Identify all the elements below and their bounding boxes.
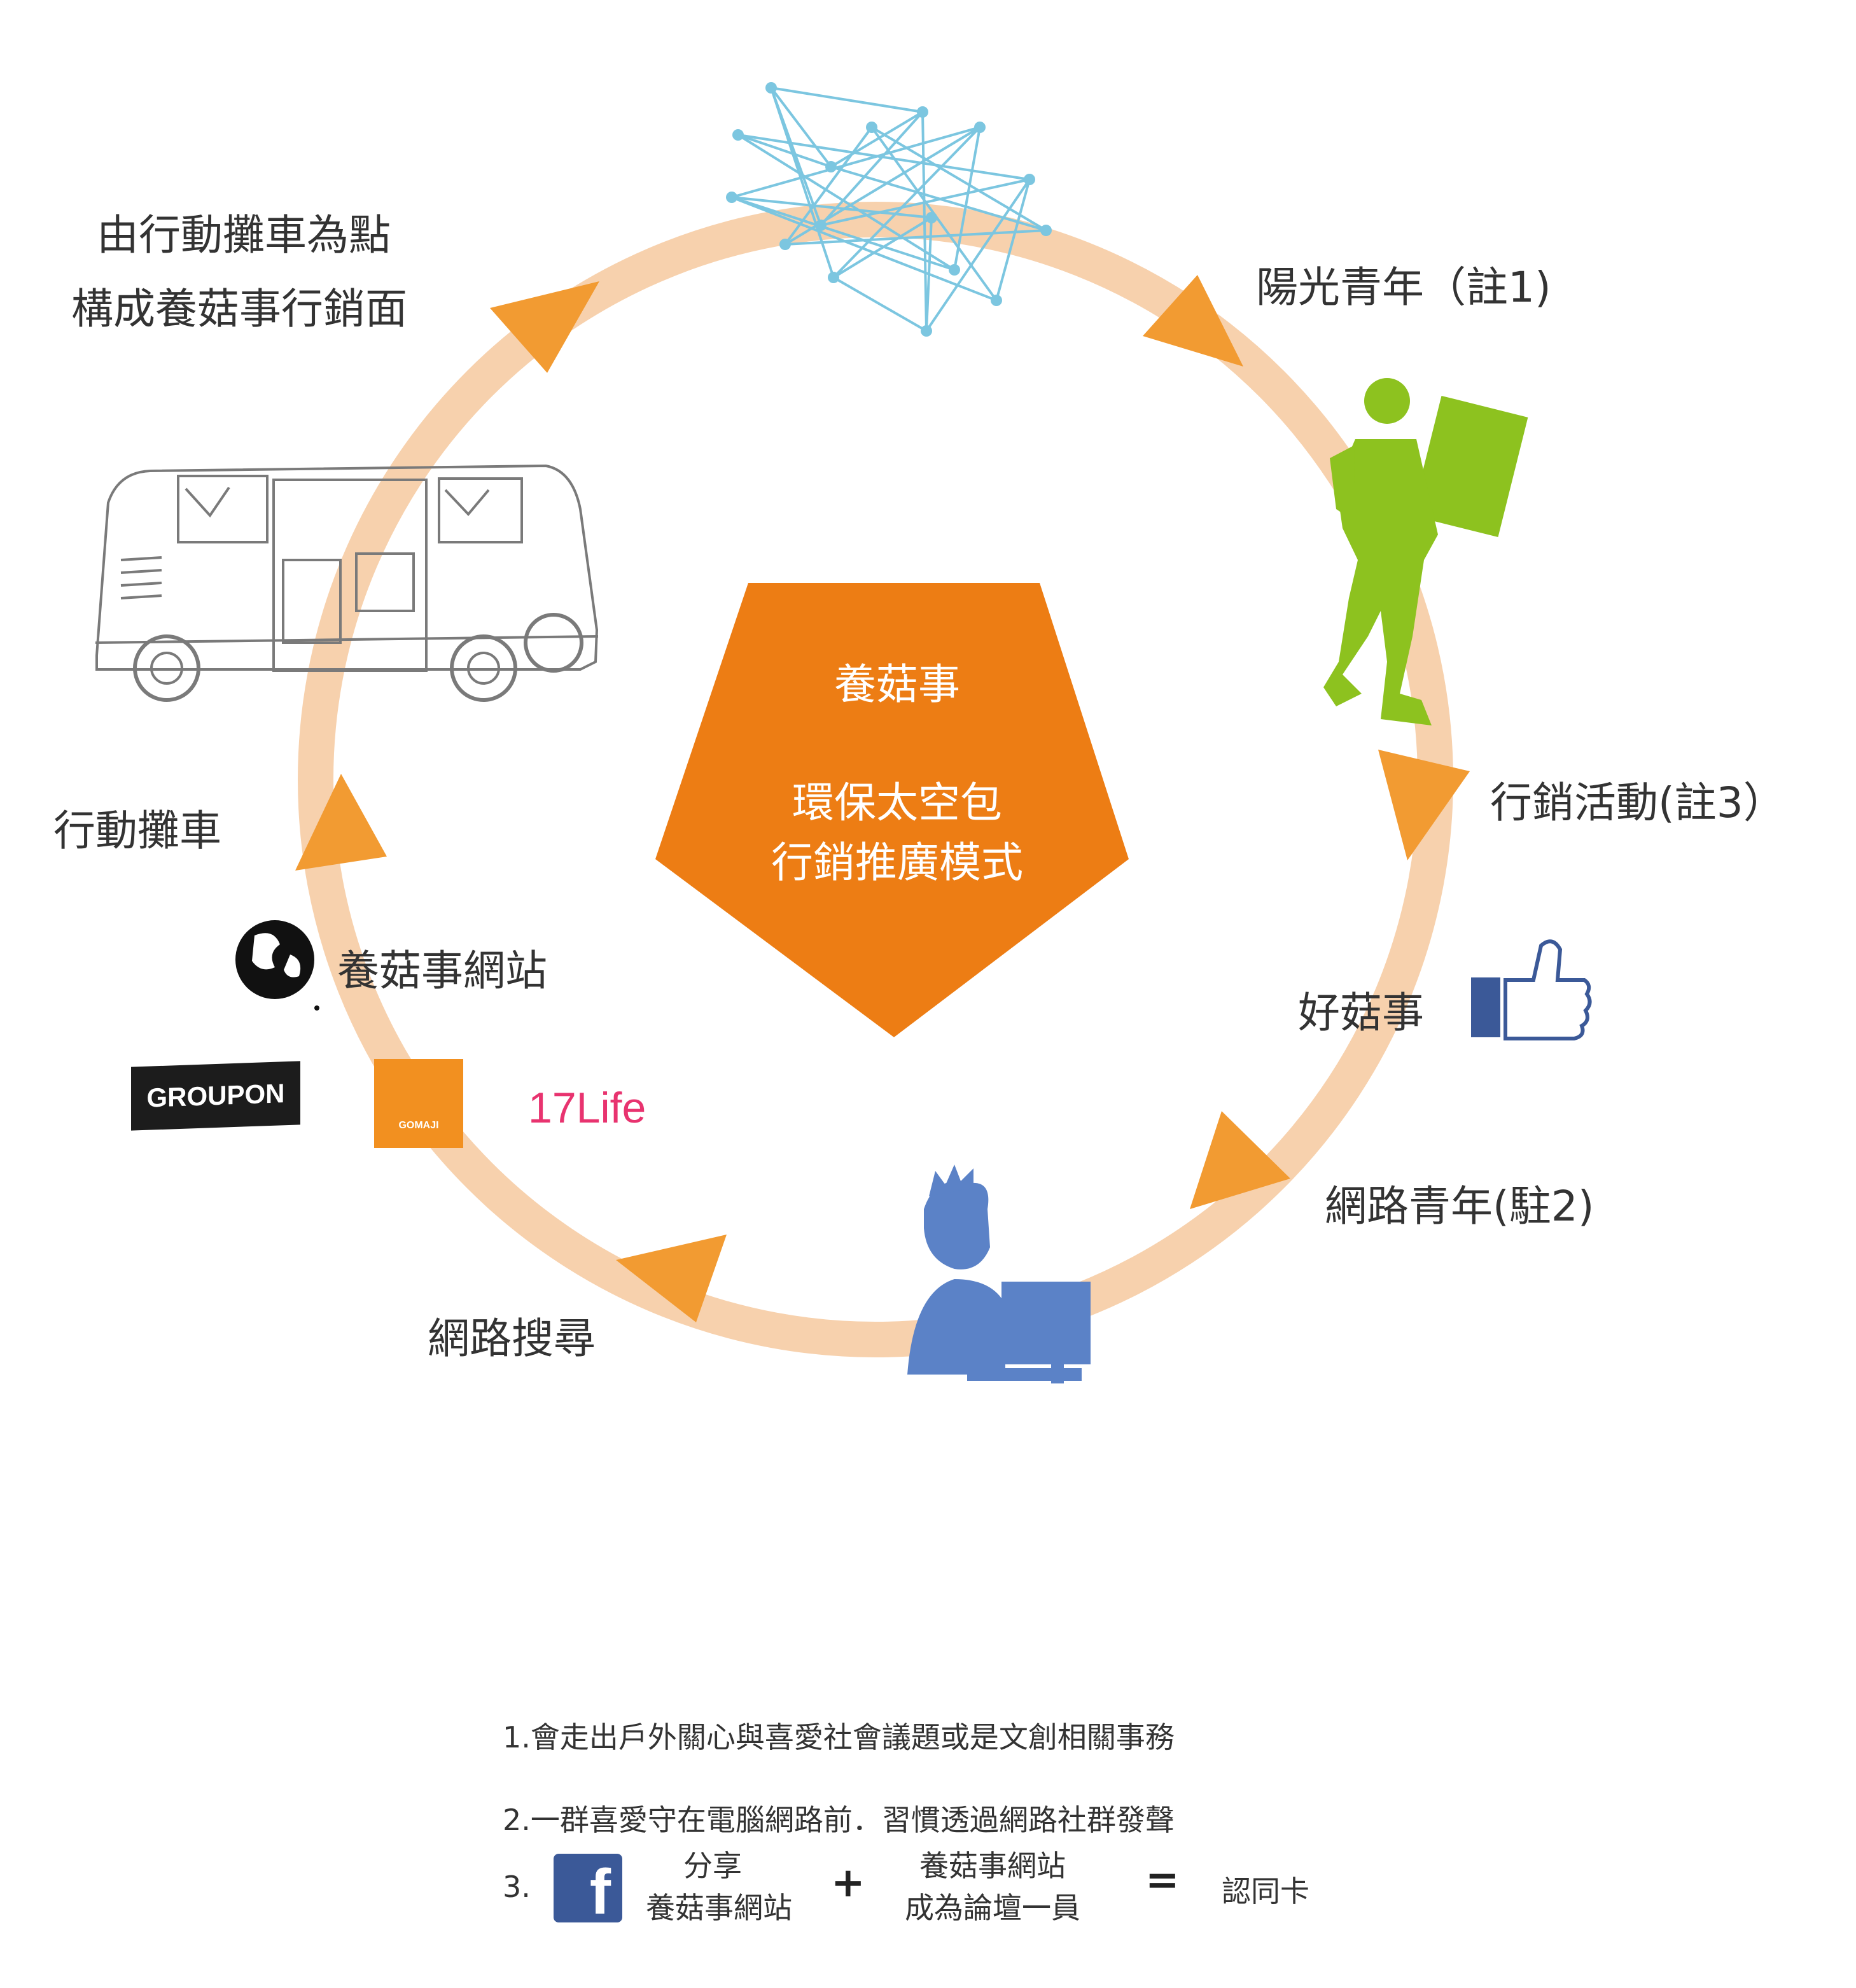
gomaji-logo: GOMAJI [374, 1059, 463, 1148]
arrow-left [295, 774, 387, 871]
network-edge [731, 126, 980, 199]
network-node [726, 192, 737, 203]
network-edge [770, 87, 832, 168]
recognition-card: 認同卡 [1222, 1874, 1309, 1908]
network-node [866, 122, 877, 133]
network-node [1024, 174, 1035, 185]
network-edge [833, 276, 927, 332]
footnote-2: 2.一群喜愛守在電腦網路前．習慣透過網路社群發聲 [503, 1803, 1175, 1837]
computer-user-icon [907, 1165, 1091, 1383]
network-edge [953, 127, 981, 270]
network-edge [737, 134, 832, 168]
good-mushroom-label: 好菇事 [1298, 988, 1424, 1037]
footnote-3-prefix: 3. [503, 1870, 531, 1904]
network-edge [737, 134, 1030, 181]
network-node [828, 272, 839, 283]
share-line-1: 分享 [683, 1849, 742, 1883]
network-edge [771, 87, 923, 113]
network-edge [731, 196, 932, 219]
arrow-right [1378, 750, 1470, 860]
arrow-lower-right [1190, 1111, 1290, 1209]
network-edge [870, 126, 1047, 232]
network-node [779, 239, 791, 250]
network-edge [770, 87, 835, 278]
network-edge [737, 134, 956, 271]
share-line-2: 養菇事網站 [646, 1891, 792, 1925]
arrow-bottom [616, 1235, 727, 1322]
network-edge [830, 111, 924, 168]
network-edge [820, 178, 1030, 227]
network-edge [925, 178, 1031, 332]
network-node [917, 106, 928, 118]
groupon-logo: GROUPON [131, 1061, 300, 1131]
network-edge [731, 196, 955, 271]
network-node [926, 212, 937, 223]
globe-icon [235, 920, 319, 1011]
network-node [921, 325, 932, 337]
join-line-1: 養菇事網站 [919, 1849, 1066, 1883]
van-icon [95, 464, 599, 702]
network-node [949, 264, 960, 276]
network-edge [832, 126, 981, 279]
network-node [1040, 225, 1052, 236]
center-subtitle-2: 行銷推廣模式 [771, 838, 1023, 887]
center-subtitle-1: 環保太空包 [792, 778, 1002, 827]
thumbs-up-icon [1471, 939, 1592, 1040]
website-label: 養菇事網站 [337, 946, 547, 995]
network-graph-icon [726, 82, 1052, 337]
footnote-1: 1.會走出戶外關心與喜愛社會議題或是文創相關事務 [503, 1720, 1175, 1754]
center-title: 養菇事 [834, 660, 960, 709]
marketing-event-label: 行銷活動(註3） [1490, 778, 1785, 827]
walking-youth-icon [1323, 378, 1528, 725]
mobile-stall-label: 行動攤車 [53, 806, 221, 855]
network-node [732, 129, 744, 141]
gomaji-logo-text: GOMAJI [398, 1120, 439, 1131]
center-pentagon [655, 583, 1129, 1037]
network-edge [820, 111, 924, 227]
network-label-line2: 構成養菇事行銷面 [71, 284, 407, 333]
17life-logo: 17Life [528, 1084, 646, 1132]
network-node [765, 82, 777, 94]
web-search-label: 網路搜尋 [428, 1314, 596, 1363]
arrow-top-left [490, 281, 599, 373]
net-youth-label: 網路青年(駐2) [1325, 1182, 1594, 1231]
arrow-top-right [1143, 275, 1243, 367]
network-edge [995, 179, 1031, 301]
network-edge [784, 126, 873, 246]
network-node [974, 122, 986, 133]
facebook-icon: f [554, 1854, 622, 1922]
network-edge [731, 196, 997, 302]
network-node [991, 295, 1002, 306]
network-node [815, 220, 827, 231]
cycle-arrows [295, 275, 1470, 1322]
network-edge [785, 229, 1047, 246]
sunny-youth-label: 陽光青年（註1) [1256, 263, 1551, 312]
plus-sign: + [831, 1859, 865, 1907]
network-node [825, 161, 837, 172]
join-line-2: 成為論壇一員 [905, 1891, 1080, 1925]
network-edge [832, 216, 933, 279]
network-label-line1: 由行動攤車為點 [97, 211, 391, 260]
equals-sign: = [1145, 1857, 1180, 1904]
